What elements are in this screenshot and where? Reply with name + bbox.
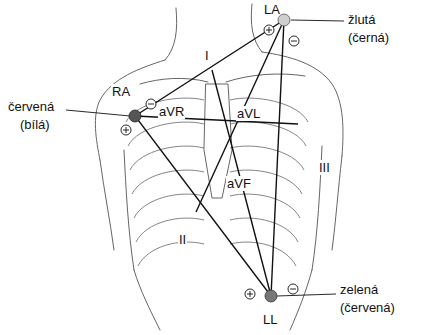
- electrode-name: LA: [264, 2, 280, 17]
- rib-line: [230, 194, 300, 218]
- rib-line: [138, 242, 204, 266]
- lead-name: II: [178, 232, 187, 247]
- torso-outline: [95, 4, 343, 330]
- rib-line: [134, 194, 204, 218]
- rib-lines: [126, 98, 308, 266]
- rib-line: [230, 98, 308, 122]
- ra-electrode: [129, 110, 141, 122]
- electrode-name: RA: [111, 84, 131, 99]
- rib-line: [230, 146, 304, 170]
- lead-name: aVR: [158, 104, 185, 119]
- ll-electrode: [265, 290, 277, 302]
- minus-symbol: [146, 99, 156, 109]
- rib-line: [230, 218, 298, 242]
- electrode-name: LL: [263, 312, 277, 327]
- cable-color: zelená: [340, 282, 378, 297]
- rib-line: [128, 122, 204, 146]
- cable-color: červená: [8, 99, 54, 114]
- cable-color: (bílá): [20, 117, 50, 132]
- avl-lead-line: [196, 20, 284, 212]
- lead-name: III: [318, 160, 331, 175]
- cable-color: žlutá: [348, 12, 375, 27]
- polarity-symbols: [121, 25, 299, 299]
- minus-symbol: [288, 284, 298, 294]
- rib-line: [132, 170, 204, 194]
- minus-symbol: [289, 36, 299, 46]
- lead-name: aVF: [226, 176, 252, 191]
- plus-symbol: [264, 25, 274, 35]
- einthoven-triangle: [135, 20, 284, 296]
- plus-symbol: [245, 289, 255, 299]
- plus-symbol: [121, 125, 131, 135]
- lead-lines: [135, 20, 298, 296]
- rib-line: [230, 122, 306, 146]
- avf-lead-line: [212, 70, 271, 296]
- lead-name: aVL: [236, 106, 261, 121]
- lead-name: I: [204, 48, 210, 63]
- cable-color: (černá): [348, 30, 389, 45]
- leader-lines: [66, 20, 344, 296]
- cable-color: (červená): [340, 300, 395, 315]
- rib-line: [136, 218, 204, 242]
